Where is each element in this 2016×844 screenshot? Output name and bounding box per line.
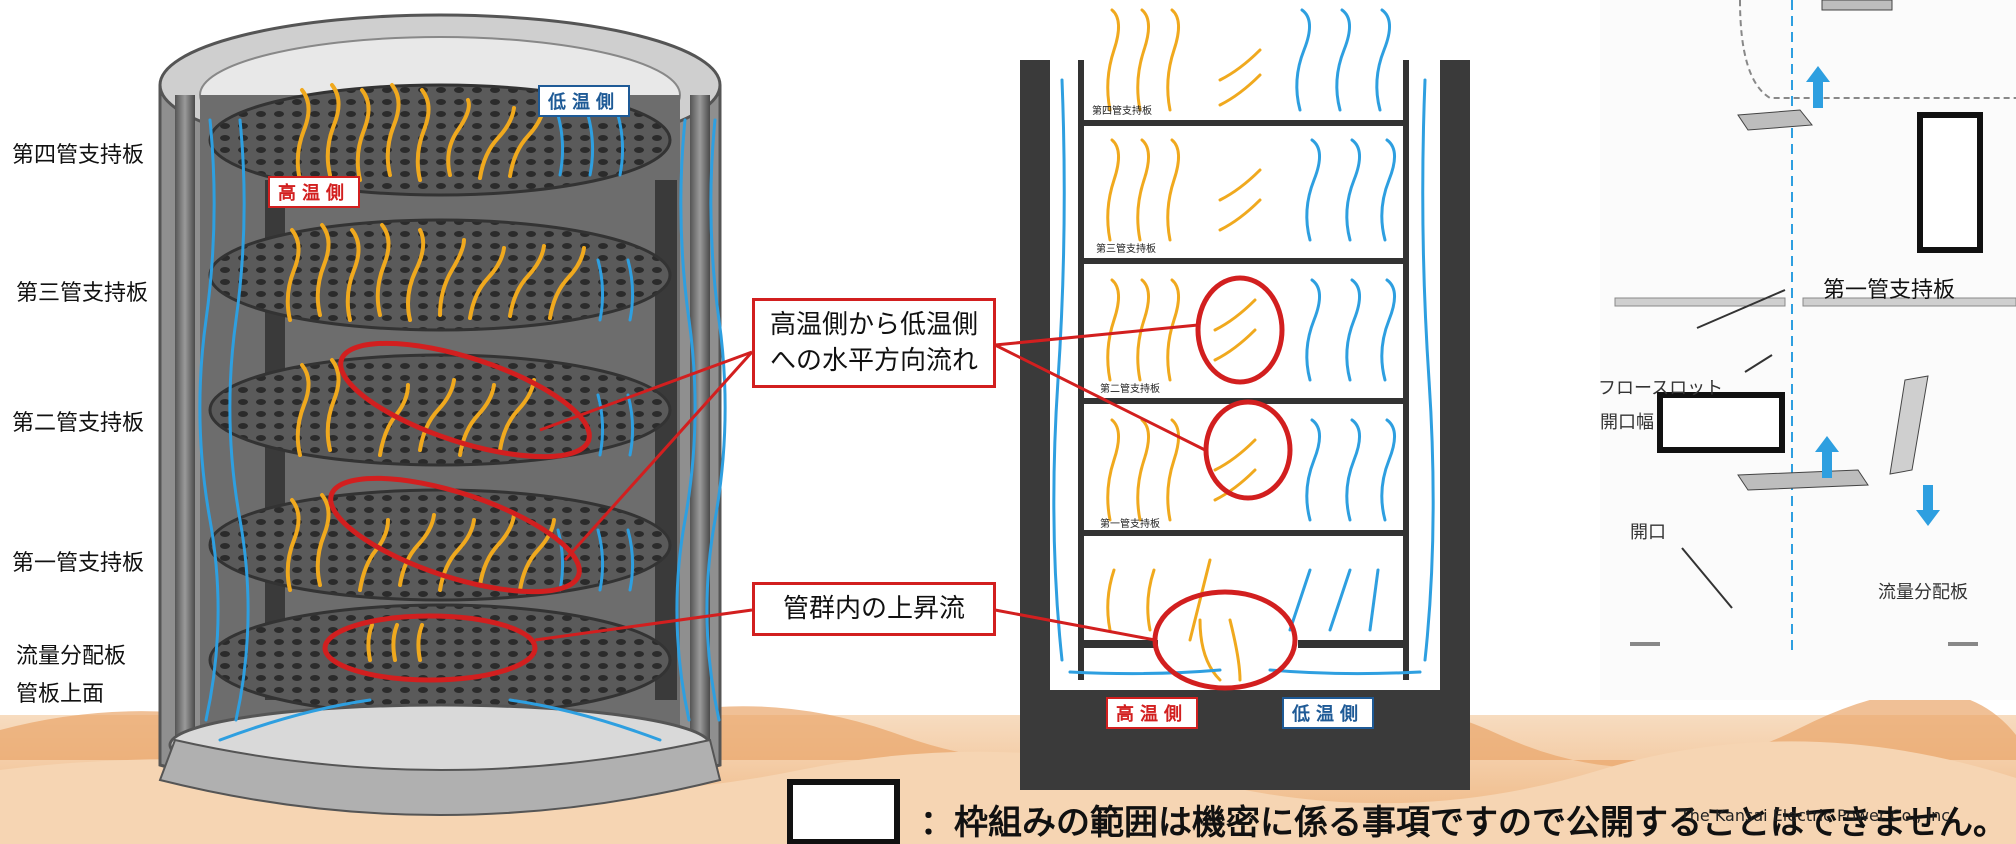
label-mid-plate-4: 第四管支持板 [1092,106,1152,117]
label-right-plate-1: 第一管支持板 [1823,278,1956,303]
copyright-notice: The Kansai Electric Power Co., Inc. [1680,806,1956,825]
label-plate-4: 第四管支持板 [12,143,145,168]
left-hot-flow-arrows [285,83,586,662]
tag-cold-leg: 低温側 [538,85,630,117]
confidential-legend-box [787,779,900,844]
confidential-note: ：枠組みの範囲は機密に係る事項ですので公開することはできません。 [920,803,2007,843]
steam-generator-cylinder [158,13,722,816]
label-opening: 開口 [1630,522,1666,543]
label-plate-1: 第一管支持板 [12,551,145,576]
cross-section-vessel [1020,60,1470,790]
label-flow-distribution-baffle: 流量分配板 [16,644,127,669]
label-right-baffle: 流量分配板 [1878,582,1968,603]
middle-hot-flow-arrows [1106,8,1262,682]
label-plate-3: 第三管支持板 [16,281,149,306]
label-mid-plate-2: 第二管支持板 [1100,384,1160,395]
label-mid-plate-3: 第三管支持板 [1096,244,1156,255]
callout-horizontal-flow: 高温側から低温側 への水平方向流れ [752,298,996,388]
tag-mid-cold-leg: 低温側 [1282,697,1374,729]
right-detail-panel [1600,0,2016,700]
callout-connector-lines [534,323,1206,642]
sand-background [0,691,2016,844]
label-flow-slot: フロースロット [1598,378,1724,399]
callout-tube-bundle-upflow: 管群内の上昇流 [752,582,996,636]
label-mid-plate-1: 第一管支持板 [1100,519,1160,530]
tag-hot-leg: 高温側 [268,176,360,208]
label-slot-width: 開口幅 [1600,412,1654,433]
middle-cold-flow-arrows [1052,8,1435,676]
label-tubesheet-top: 管板上面 [16,682,105,707]
tag-mid-hot-leg: 高温側 [1106,697,1198,729]
label-plate-2: 第二管支持板 [12,411,145,436]
left-highlight-ellipses [322,340,592,683]
